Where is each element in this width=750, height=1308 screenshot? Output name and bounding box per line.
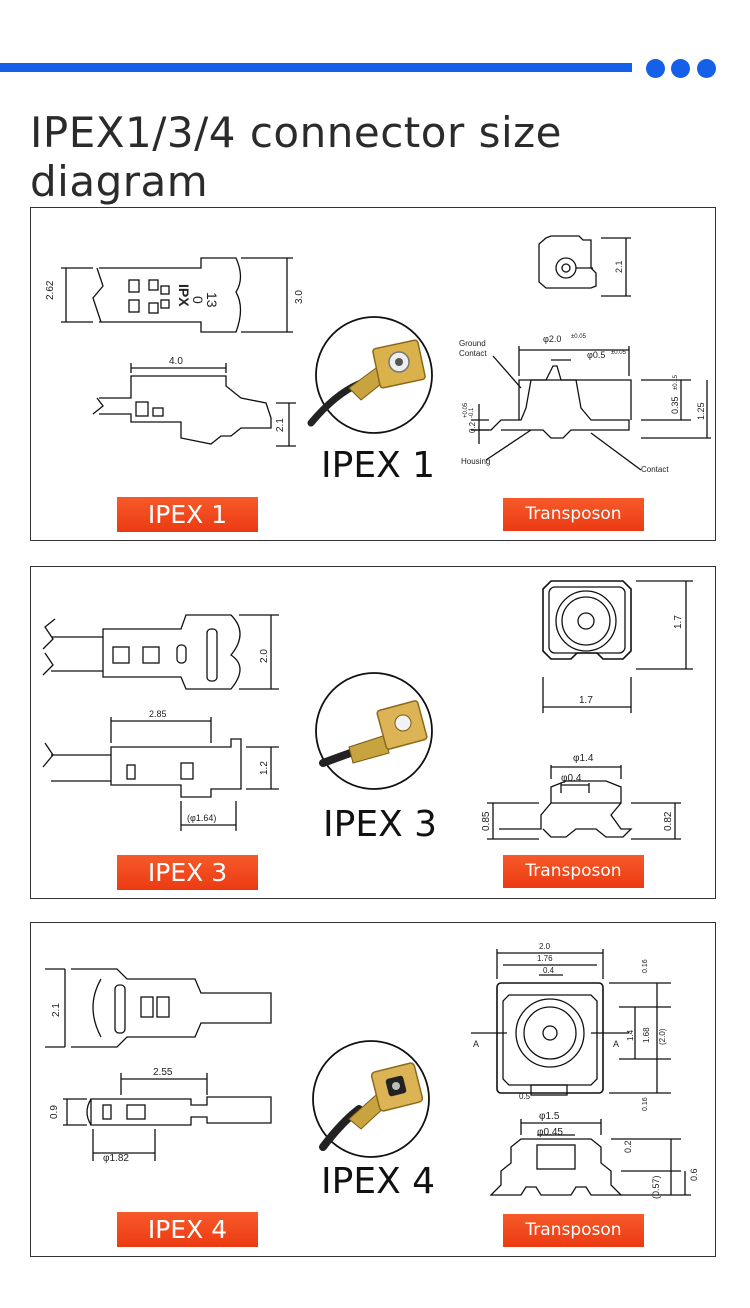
ipex4-drawing: 2.1 2.55 0.9 φ1.82 2.0 1.76 0.4 0.16 1.4… — [45, 942, 699, 1199]
ipex4-dim-0-16-bottom: 0.16 — [642, 1097, 649, 1111]
ipex4-tag: IPEX 4 — [117, 1212, 258, 1247]
ipex1-marking-13: 13 — [204, 292, 220, 308]
ipex3-dim-2-85: 2.85 — [149, 709, 167, 719]
ipex3-transposon-tag: Transposon — [503, 855, 644, 888]
header-bar — [0, 63, 632, 72]
ipex3-tag: IPEX 3 — [117, 855, 258, 890]
ipex1-dim-1-25: 1.25 — [696, 402, 706, 420]
ipex1-transposon-tag: Transposon — [503, 498, 644, 531]
ipex4-dim-1-4: 1.4 — [626, 1029, 635, 1041]
ipex1-dim-2-1-side: 2.1 — [275, 418, 286, 432]
ipex4-dim-1-76: 1.76 — [537, 954, 553, 963]
ipex1-tol-left-top: +0.05 — [463, 402, 469, 418]
ipex4-dim-0-6: 0.6 — [689, 1168, 699, 1181]
ipex1-callout-contact-1: Contact — [459, 349, 487, 358]
ipex3-drawing: 2.0 2.85 1.2 (φ1.64) 1.7 1.7 φ1.4 φ0.4 0… — [42, 580, 693, 840]
ipex4-dim-phi-0-45: φ0.45 — [537, 1127, 563, 1138]
ipex4-section-a-left: A — [473, 1039, 479, 1049]
ipex1-callout-ground: Ground — [459, 339, 486, 348]
ipex4-dim-0-9: 0.9 — [49, 1105, 60, 1119]
ipex1-dim-phi-2-0: φ2.0 — [543, 334, 561, 344]
ipex3-dim-height-1-7: 1.7 — [673, 615, 684, 629]
ipex3-product-label: IPEX 3 — [323, 804, 438, 845]
ipex3-dim-phi-1-4: φ1.4 — [573, 753, 594, 764]
ipex1-tol-0-35: ±0.15 — [673, 374, 679, 390]
ipex4-dim-0-5: 0.5 — [519, 1092, 531, 1101]
ipex1-dim-2-1-top: 2.1 — [614, 260, 624, 273]
ipex3-dim-phi-0-4: φ0.4 — [561, 773, 582, 784]
ipex1-dim-phi-0-5: φ0.5 — [587, 350, 605, 360]
ipex1-marking-ipx: IPX — [176, 284, 192, 307]
ipex1-tol-2-0: ±0.05 — [571, 334, 587, 340]
ipex4-dim-phi-1-5: φ1.5 — [539, 1111, 560, 1122]
ipex4-product-label: IPEX 4 — [321, 1161, 436, 1202]
header-dot-3 — [697, 59, 716, 78]
ipex4-transposon-tag: Transposon — [503, 1214, 644, 1247]
ipex1-product-label: IPEX 1 — [321, 445, 436, 486]
ipex1-tol-0-5: ±0.05 — [611, 350, 627, 356]
ipex3-dim-width-1-7: 1.7 — [579, 695, 593, 706]
ipex4-dim-2-0: 2.0 — [539, 942, 551, 951]
panel-ipex1: 2.62 3.0 4.0 2.1 2.1 φ2.0 ±0.05 φ0.5 ±0.… — [30, 207, 716, 541]
ipex4-dim-0-2: 0.2 — [623, 1140, 633, 1153]
ipex1-callout-housing: Housing — [461, 457, 490, 466]
ipex3-dim-2-0: 2.0 — [259, 649, 270, 663]
ipex4-dim-2-0-outer: (2.0) — [658, 1028, 667, 1045]
ipex3-dim-0-82: 0.82 — [663, 811, 674, 831]
panel-ipex4: 2.1 2.55 0.9 φ1.82 2.0 1.76 0.4 0.16 1.4… — [30, 922, 716, 1257]
ipex1-drawing: 2.62 3.0 4.0 2.1 2.1 φ2.0 ±0.05 φ0.5 ±0.… — [45, 235, 711, 474]
ipex4-dim-2-1: 2.1 — [51, 1003, 62, 1017]
ipex1-dim-3-0: 3.0 — [294, 290, 305, 304]
page-title: IPEX1/3/4 connector size diagram — [30, 108, 563, 206]
ipex4-section-a-right: A — [613, 1039, 619, 1049]
ipex3-dim-phi-1-64: (φ1.64) — [187, 813, 216, 823]
ipex4-dim-0-57: (0.57) — [651, 1175, 661, 1199]
ipex1-dim-0-35: 0.35 — [670, 396, 680, 414]
ipex1-dim-0-2: 0.2 — [468, 421, 477, 433]
ipex1-tol-left-bottom: -0.1 — [469, 407, 475, 418]
ipex3-dim-0-85: 0.85 — [481, 811, 492, 831]
ipex1-dim-2-62: 2.62 — [45, 280, 56, 300]
ipex4-dim-phi-1-82: φ1.82 — [103, 1153, 129, 1164]
header-dot-1 — [646, 59, 665, 78]
ipex4-dim-0-16-top: 0.16 — [642, 959, 649, 973]
panel-ipex3: 2.0 2.85 1.2 (φ1.64) 1.7 1.7 φ1.4 φ0.4 0… — [30, 566, 716, 899]
ipex1-marking-0: 0 — [190, 296, 206, 304]
ipex1-tag: IPEX 1 — [117, 497, 258, 532]
ipex1-callout-contact-2: Contact — [641, 465, 669, 474]
header-dot-2 — [671, 59, 690, 78]
ipex4-dim-1-68: 1.68 — [642, 1027, 651, 1043]
ipex3-dim-1-2: 1.2 — [259, 761, 270, 775]
ipex4-dim-0-4: 0.4 — [543, 966, 555, 975]
ipex4-dim-2-55: 2.55 — [153, 1067, 173, 1078]
ipex1-dim-4-0: 4.0 — [169, 356, 183, 367]
